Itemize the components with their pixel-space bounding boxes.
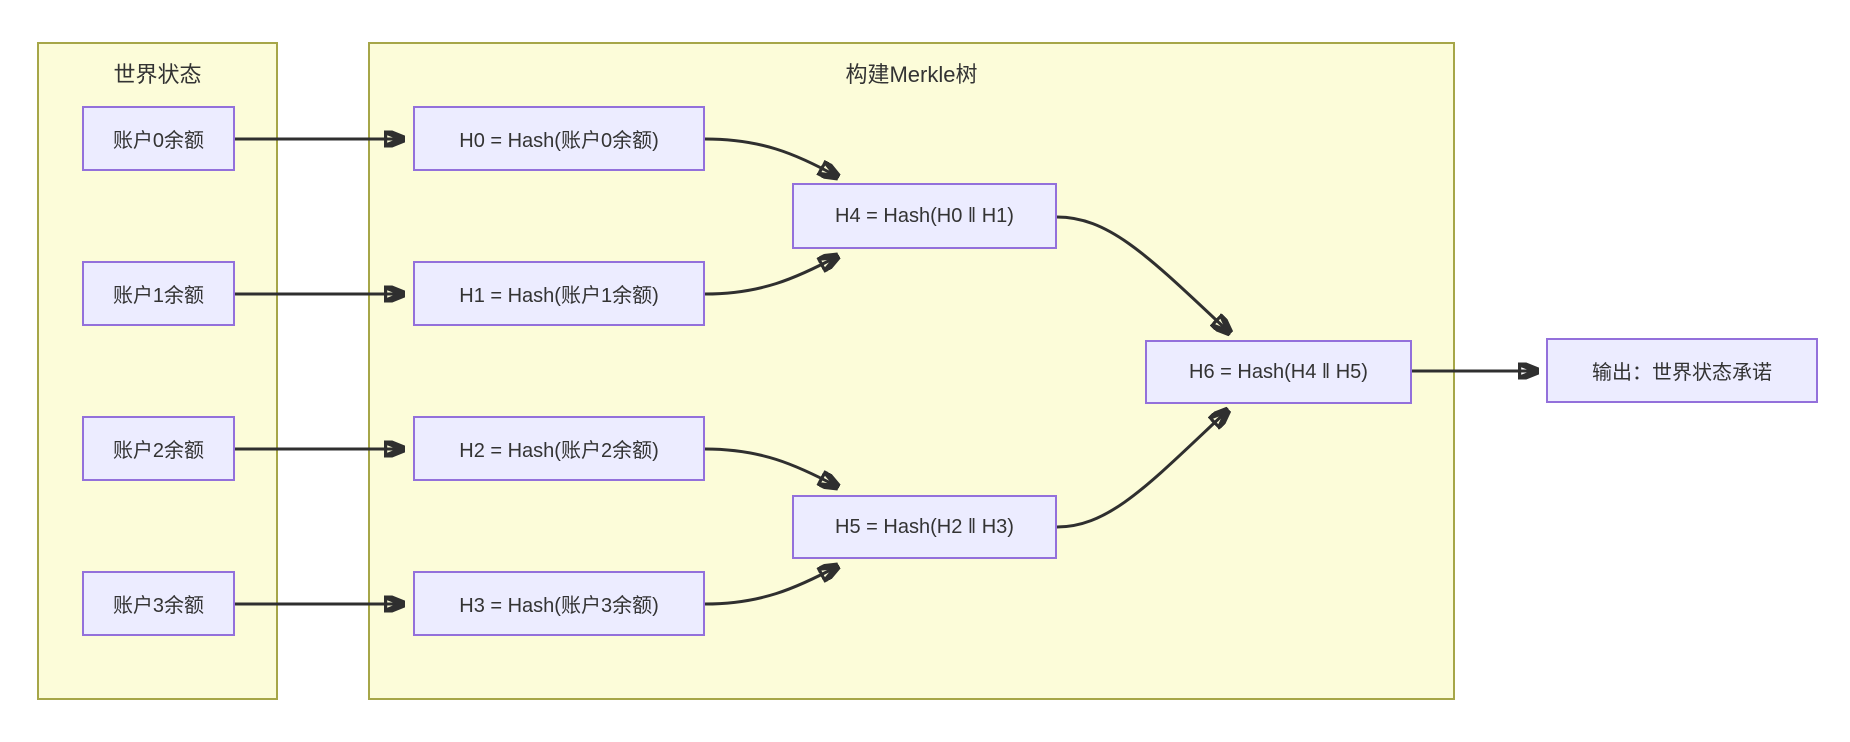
node-output: 输出：世界状态承诺 (1546, 338, 1818, 403)
node-h1: H1 = Hash(账户1余额) (413, 261, 705, 326)
node-h3: H3 = Hash(账户3余额) (413, 571, 705, 636)
node-h0: H0 = Hash(账户0余额) (413, 106, 705, 171)
merkle-tree-title: 构建Merkle树 (845, 62, 978, 87)
node-account0: 账户0余额 (82, 106, 235, 171)
world-state-title: 世界状态 (113, 62, 202, 87)
node-account3: 账户3余额 (82, 571, 235, 636)
node-h5: H5 = Hash(H2 ‖ H3) (792, 495, 1057, 559)
node-h4: H4 = Hash(H0 ‖ H1) (792, 183, 1057, 249)
node-account1: 账户1余额 (82, 261, 235, 326)
node-h6: H6 = Hash(H4 ‖ H5) (1145, 340, 1412, 404)
node-h2: H2 = Hash(账户2余额) (413, 416, 705, 481)
node-account2: 账户2余额 (82, 416, 235, 481)
